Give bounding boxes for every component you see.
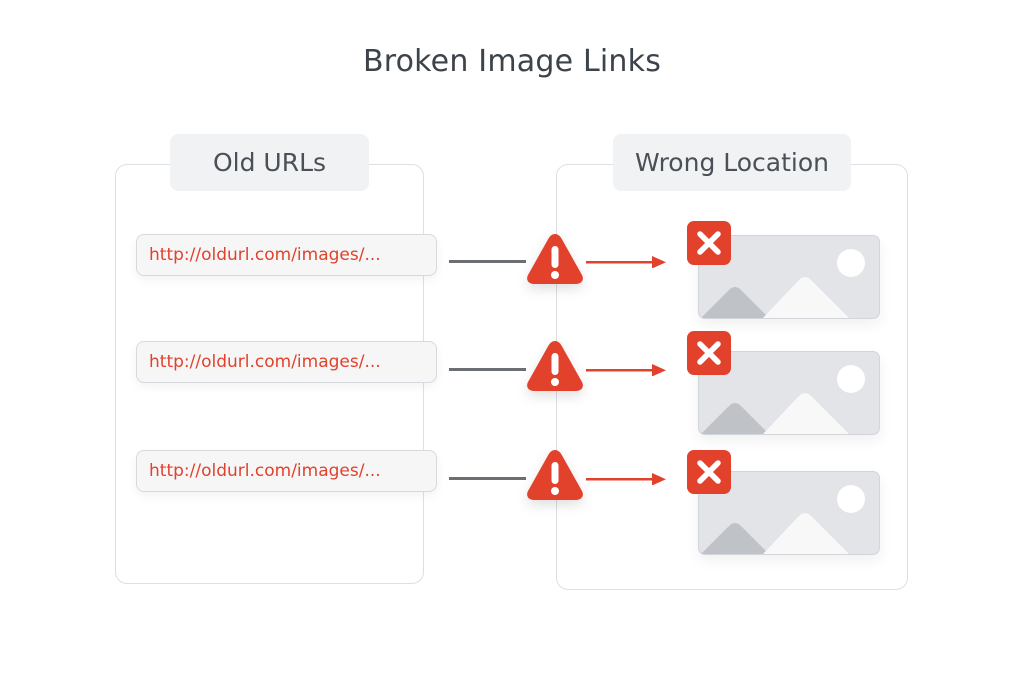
- connector-line: [449, 260, 526, 263]
- arrow-right-icon: [586, 364, 666, 376]
- x-badge-icon: [687, 450, 731, 494]
- old-url-item: http://oldurl.com/images/...: [136, 450, 437, 492]
- connector-line: [449, 368, 526, 371]
- old-url-item: http://oldurl.com/images/...: [136, 234, 437, 276]
- x-badge-icon: [687, 331, 731, 375]
- arrow-right-icon: [586, 473, 666, 485]
- warning-triangle-icon: [527, 234, 583, 284]
- arrow-right-icon: [586, 256, 666, 268]
- diagram-title: Broken Image Links: [362, 44, 662, 79]
- old-url-item: http://oldurl.com/images/...: [136, 341, 437, 383]
- warning-triangle-icon: [527, 450, 583, 500]
- connector-line: [449, 477, 526, 480]
- x-badge-icon: [687, 221, 731, 265]
- warning-triangle-icon: [527, 341, 583, 391]
- image-placeholder-icon: [698, 351, 880, 435]
- wrong-location-label: Wrong Location: [613, 134, 851, 191]
- old-urls-label: Old URLs: [170, 134, 369, 191]
